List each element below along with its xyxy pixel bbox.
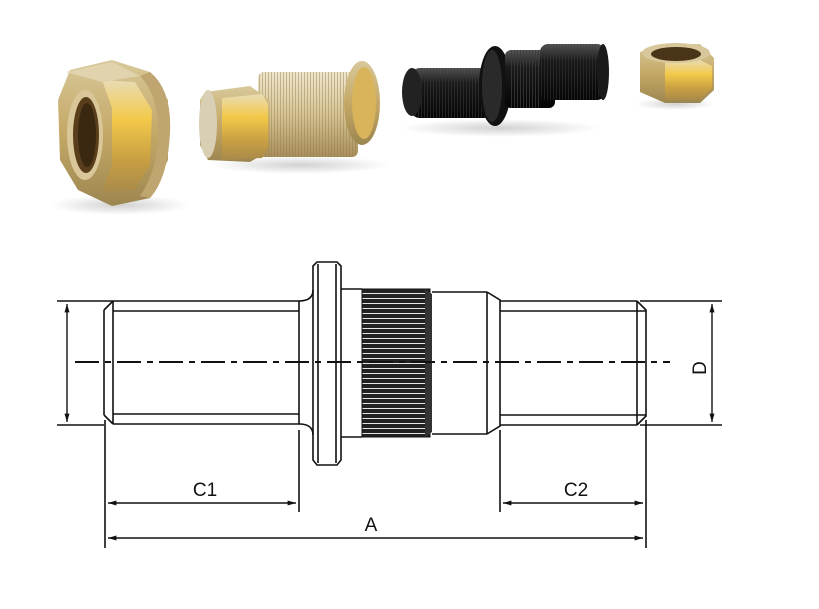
flange bbox=[312, 261, 342, 466]
hex-nut-image bbox=[640, 43, 714, 103]
threaded-sleeve-image bbox=[199, 61, 380, 162]
cap-nut-image bbox=[58, 60, 171, 206]
wheel-stud-image bbox=[402, 44, 609, 126]
label-c1: C1 bbox=[193, 480, 217, 501]
product-photo bbox=[50, 43, 715, 215]
label-a: A bbox=[365, 515, 378, 536]
right-threaded-section bbox=[500, 300, 647, 426]
label-c2: C2 bbox=[564, 480, 588, 501]
technical-drawing: C1 C2 A D bbox=[57, 261, 722, 548]
label-d: D bbox=[690, 361, 711, 375]
